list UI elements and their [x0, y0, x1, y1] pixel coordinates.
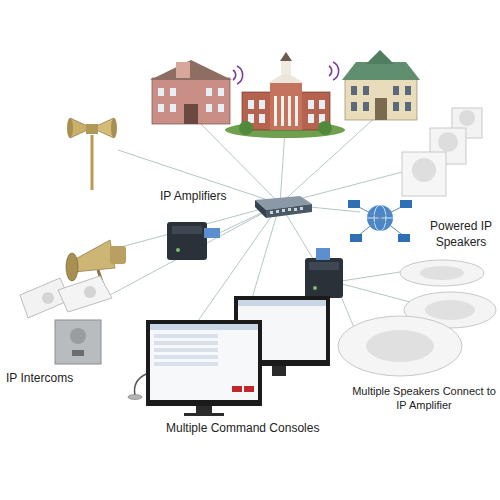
command-consoles: [128, 296, 330, 416]
building-left: [150, 60, 243, 124]
building-right: [342, 50, 420, 120]
powered-ip-speakers: [402, 108, 482, 196]
ip-amplifier: [167, 222, 220, 260]
device-label: IP Amplifiers: [160, 189, 250, 205]
network-switch: [255, 196, 312, 218]
network-cloud: [348, 200, 412, 242]
building-center: [225, 52, 345, 138]
device-label: Powered IP Speakers: [426, 219, 496, 250]
ceiling-speakers: [338, 260, 496, 376]
device-label: Multiple Command Consoles: [166, 421, 336, 437]
device-label: Multiple Speakers Connect to IP Amplifie…: [350, 384, 498, 413]
ip-intercoms: [20, 276, 112, 364]
device-label: IP Intercoms: [6, 371, 96, 387]
ip-amplifier: [305, 248, 343, 298]
horn-speaker-pair: [67, 118, 117, 190]
